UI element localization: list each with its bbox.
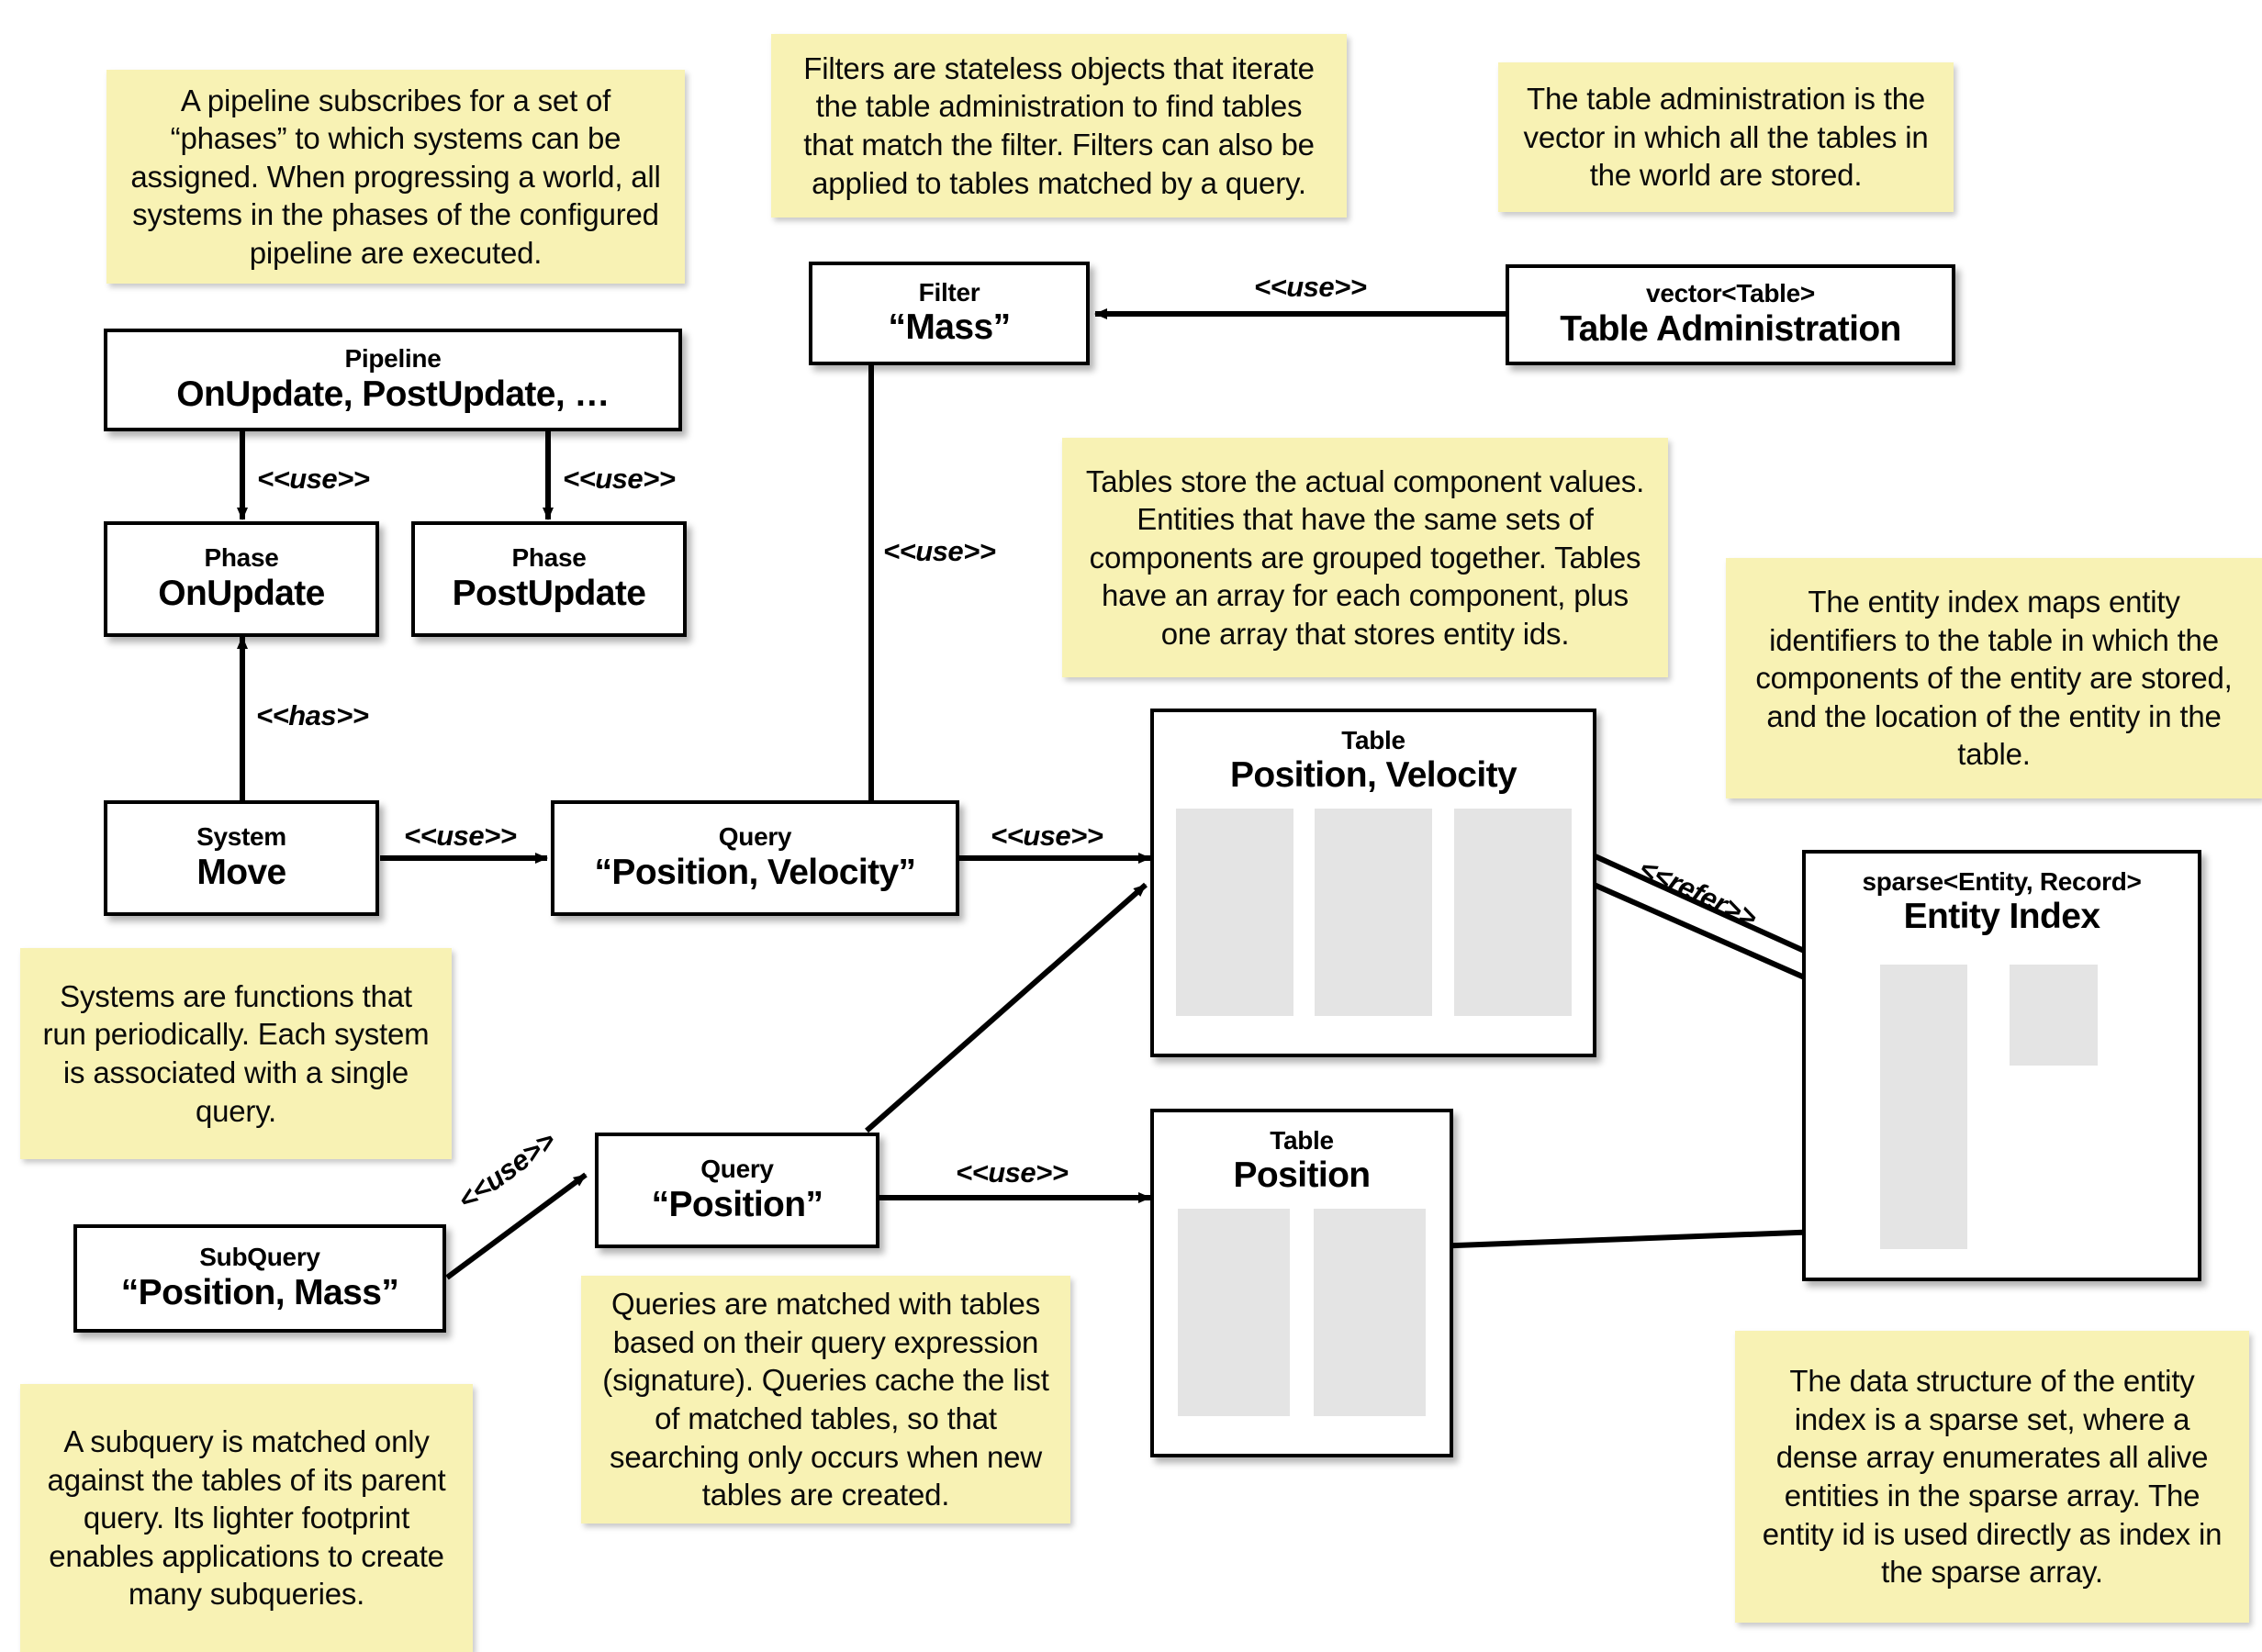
edge-label-query-pv-uses-table: <<use>>: [991, 820, 1103, 852]
box-subquery-name: “Position, Mass”: [120, 1272, 399, 1312]
box-table-administration[interactable]: vector<Table> Table Administration: [1506, 264, 1955, 365]
entity-index-dense-array: [2010, 965, 2098, 1066]
edge-label-entityindex-refer-table: <<refer>>: [1634, 852, 1763, 934]
box-pipeline[interactable]: Pipeline OnUpdate, PostUpdate, …: [104, 329, 682, 431]
box-query-pv-stereotype: Query: [718, 822, 792, 852]
box-entity-index-stereotype: sparse<Entity, Record>: [1862, 867, 2142, 896]
note-sparse-set: The data structure of the entity index i…: [1735, 1331, 2249, 1623]
note-entity-index: The entity index maps entity identifiers…: [1726, 558, 2262, 798]
box-query-position[interactable]: Query “Position”: [595, 1133, 879, 1248]
box-system-move[interactable]: System Move: [104, 800, 379, 916]
box-pipeline-name: OnUpdate, PostUpdate, …: [176, 374, 610, 414]
edge-label-system-uses-query: <<use>>: [404, 820, 517, 852]
edge-label-pipeline-postupdate: <<use>>: [563, 463, 676, 495]
note-table-admin: The table administration is the vector i…: [1498, 62, 1954, 212]
note-filter: Filters are stateless objects that itera…: [771, 34, 1347, 218]
edge-label-pipeline-onupdate: <<use>>: [257, 463, 370, 495]
box-phase-onupdate-stereotype: Phase: [204, 543, 279, 573]
table-pv-columns: [1154, 809, 1593, 1017]
box-phase-onupdate[interactable]: Phase OnUpdate: [104, 521, 379, 637]
box-phase-postupdate[interactable]: Phase PostUpdate: [411, 521, 687, 637]
note-queries: Queries are matched with tables based on…: [581, 1276, 1070, 1524]
table-p-column: [1178, 1209, 1290, 1417]
note-tables: Tables store the actual component values…: [1062, 438, 1668, 677]
box-filter-mass[interactable]: Filter “Mass”: [809, 262, 1090, 365]
box-table-pv-stereotype: Table: [1341, 726, 1405, 754]
box-table-p-name: Position: [1233, 1155, 1371, 1196]
box-query-p-name: “Position”: [651, 1184, 823, 1224]
box-phase-postupdate-name: PostUpdate: [452, 573, 646, 613]
note-pipeline: A pipeline subscribes for a set of “phas…: [106, 70, 685, 284]
box-query-p-stereotype: Query: [700, 1155, 774, 1184]
box-query-position-velocity[interactable]: Query “Position, Velocity”: [551, 800, 959, 916]
edge-label-admin-uses-filter: <<use>>: [1254, 271, 1367, 303]
box-system-move-name: Move: [196, 852, 286, 892]
table-pv-column: [1175, 809, 1293, 1017]
box-table-position-velocity[interactable]: Table Position, Velocity: [1150, 709, 1596, 1057]
box-subquery-position-mass[interactable]: SubQuery “Position, Mass”: [73, 1224, 446, 1333]
box-table-admin-stereotype: vector<Table>: [1646, 279, 1815, 308]
box-table-pv-name: Position, Velocity: [1229, 755, 1517, 796]
table-pv-column: [1315, 809, 1432, 1017]
box-entity-index-name: Entity Index: [1903, 897, 2100, 937]
box-subquery-stereotype: SubQuery: [199, 1243, 320, 1272]
box-phase-postupdate-stereotype: Phase: [511, 543, 587, 573]
table-pv-column: [1453, 809, 1572, 1017]
table-p-columns: [1154, 1209, 1450, 1417]
box-filter-stereotype: Filter: [918, 277, 980, 307]
entity-index-sparse-array: [1880, 965, 1967, 1249]
box-query-pv-name: “Position, Velocity”: [594, 852, 917, 892]
box-system-move-stereotype: System: [196, 822, 286, 852]
edge-label-query-p-uses-table: <<use>>: [956, 1156, 1069, 1189]
box-table-position[interactable]: Table Position: [1150, 1109, 1453, 1457]
note-systems: Systems are functions that run periodica…: [20, 948, 452, 1159]
table-p-column: [1314, 1209, 1426, 1417]
box-entity-index[interactable]: sparse<Entity, Record> Entity Index: [1802, 850, 2201, 1281]
edge-label-subquery-uses-query: <<use>>: [452, 1124, 562, 1217]
box-pipeline-stereotype: Pipeline: [344, 344, 442, 374]
box-table-admin-name: Table Administration: [1560, 308, 1901, 349]
edge-label-query-uses-filter: <<use>>: [883, 535, 996, 567]
box-table-p-stereotype: Table: [1270, 1126, 1334, 1155]
edge-label-system-has-phase: <<has>>: [256, 699, 369, 731]
note-subquery: A subquery is matched only against the t…: [20, 1384, 473, 1652]
box-phase-onupdate-name: OnUpdate: [158, 573, 325, 613]
box-filter-name: “Mass”: [888, 307, 1012, 348]
